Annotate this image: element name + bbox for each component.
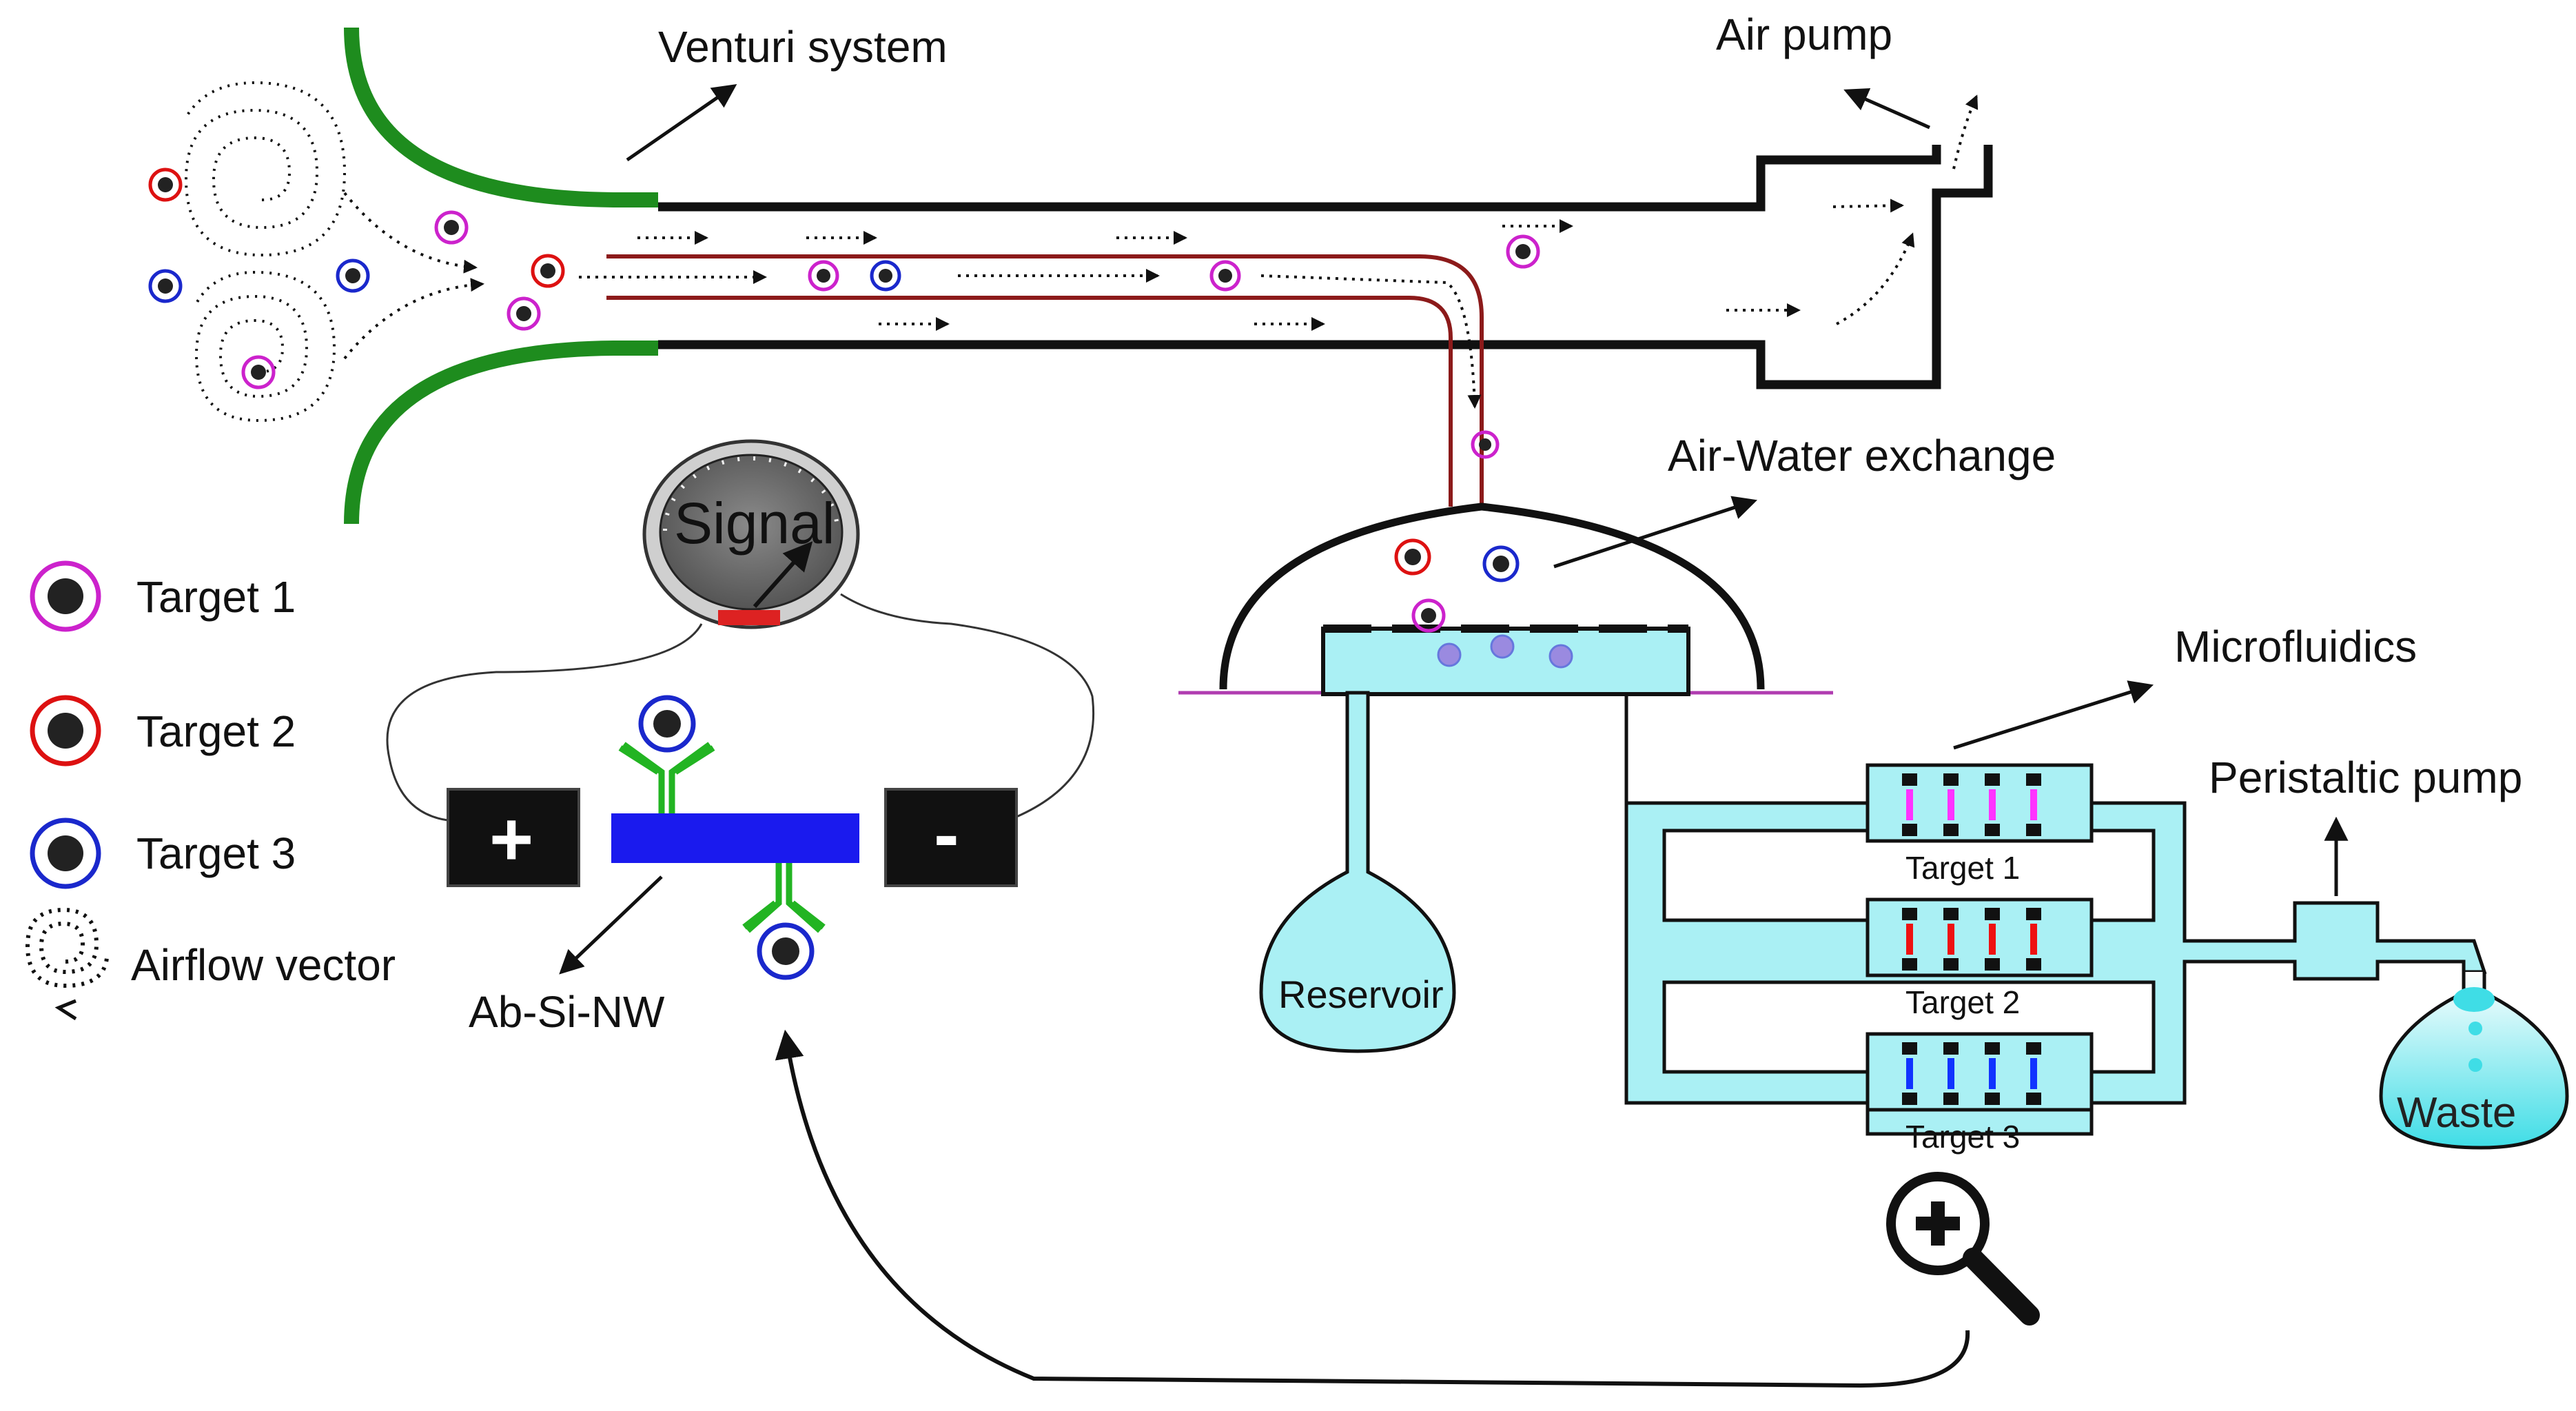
ab-si-nw-label: Ab-Si-NW [469,987,665,1037]
zoom-in-icon [1886,1172,2040,1326]
particle-target1 [1471,430,1500,459]
particle-dissolved [1548,644,1573,669]
peristaltic-label: Peristaltic pump [2209,753,2522,802]
waste-label: Waste [2397,1089,2516,1137]
particle-target1 [507,296,541,331]
circuit-wire-right [840,593,1095,818]
legend: Target 1 Target 2 Target 3 Airflow vecto… [25,560,396,1021]
air-water-label: Air-Water exchange [1668,431,2056,480]
particle-target3 [1482,545,1520,582]
particle-target2 [148,168,183,202]
bound-target3 [757,922,815,980]
positive-electrode [447,788,580,887]
venturi-duct [658,145,1993,389]
air-pump-label: Air pump [1716,10,1892,59]
airflow-stream-2 [343,278,484,360]
nanowire-sensor [386,439,1095,980]
sensor-label-2: Target 2 [1905,984,2020,1020]
airflow-stream-13 [1832,199,1904,213]
fluid-network [1259,691,2487,1136]
legend-target1-label: Target 1 [136,572,296,622]
airflow-stream-14 [1836,232,1915,325]
plus-sign: + [489,797,533,882]
negative-electrode [884,788,1018,887]
air-pump-arrow [1843,88,1931,130]
signal-gauge [642,439,860,629]
ab-si-nw-arrow [559,875,663,975]
sensor-chamber-2 [1865,897,2094,977]
legend-target3-label: Target 3 [136,829,296,878]
microfluidics-arrow [1953,680,2154,750]
bound-target3 [638,695,696,753]
waste-flask [2379,972,2569,1150]
silicon-nanowire [611,813,859,863]
particle-dissolved [1437,642,1462,667]
particle-target1 [241,355,276,389]
reservoir-label: Reservoir [1278,973,1444,1016]
microfluidics-label: Microfluidics [2174,622,2417,671]
particle-target1 [1411,598,1446,633]
particle-target1 [1506,234,1540,269]
exchange-dome [1219,503,1765,690]
reservoir-flask [1259,691,1456,1053]
particle-target1 [1209,260,1241,292]
particle-target3 [148,269,183,303]
particle-target3 [870,260,901,292]
air-water-exchange [1178,503,1833,696]
gauge-needle [753,541,813,608]
venturi-label: Venturi system [658,22,948,72]
airflow-stream-1 [343,192,478,274]
sensor-label-3: Target 3 [1905,1119,2020,1155]
legend-target2-icon [30,695,101,767]
minus-sign: - [934,792,959,877]
particle-target2 [1394,538,1431,576]
legend-target1-icon [30,560,101,632]
zoom-return-arrow [775,1029,1970,1388]
particle-dissolved [1490,634,1515,659]
legend-airflow-icon [25,907,109,1021]
particle-target1 [434,210,469,245]
circuit-wire-left [386,623,703,822]
sensor-chamber-3 [1865,1032,2094,1112]
legend-target2-label: Target 2 [136,707,296,756]
inner-sampling-tube [606,254,1484,507]
signal-label: Signal [674,491,835,556]
air-water-arrow [1553,496,1757,569]
venturi-arrow [626,84,737,162]
sensor-chamber-1 [1865,763,2094,843]
airflow-stream-5 [1260,274,1482,409]
particle-target2 [531,254,565,288]
legend-airflow-label: Airflow vector [131,940,396,990]
gauge-indicator [718,610,780,625]
particle-target1 [808,260,839,292]
venturi-inlet-bottom [344,341,658,525]
sensor-array-1 [1902,773,2041,836]
venturi-inlet-top [344,27,658,207]
legend-target3-icon [30,818,101,889]
venturi-system [148,27,1993,525]
airflow-vortex-top [184,81,347,257]
airflow-vortex-bottom [194,270,336,423]
sensor-label-1: Target 1 [1905,850,2020,886]
sensor-array-2 [1902,908,2041,971]
airflow-stream-15 [1952,94,1979,170]
sensor-array-3 [1902,1042,2041,1105]
particle-target3 [336,258,370,293]
